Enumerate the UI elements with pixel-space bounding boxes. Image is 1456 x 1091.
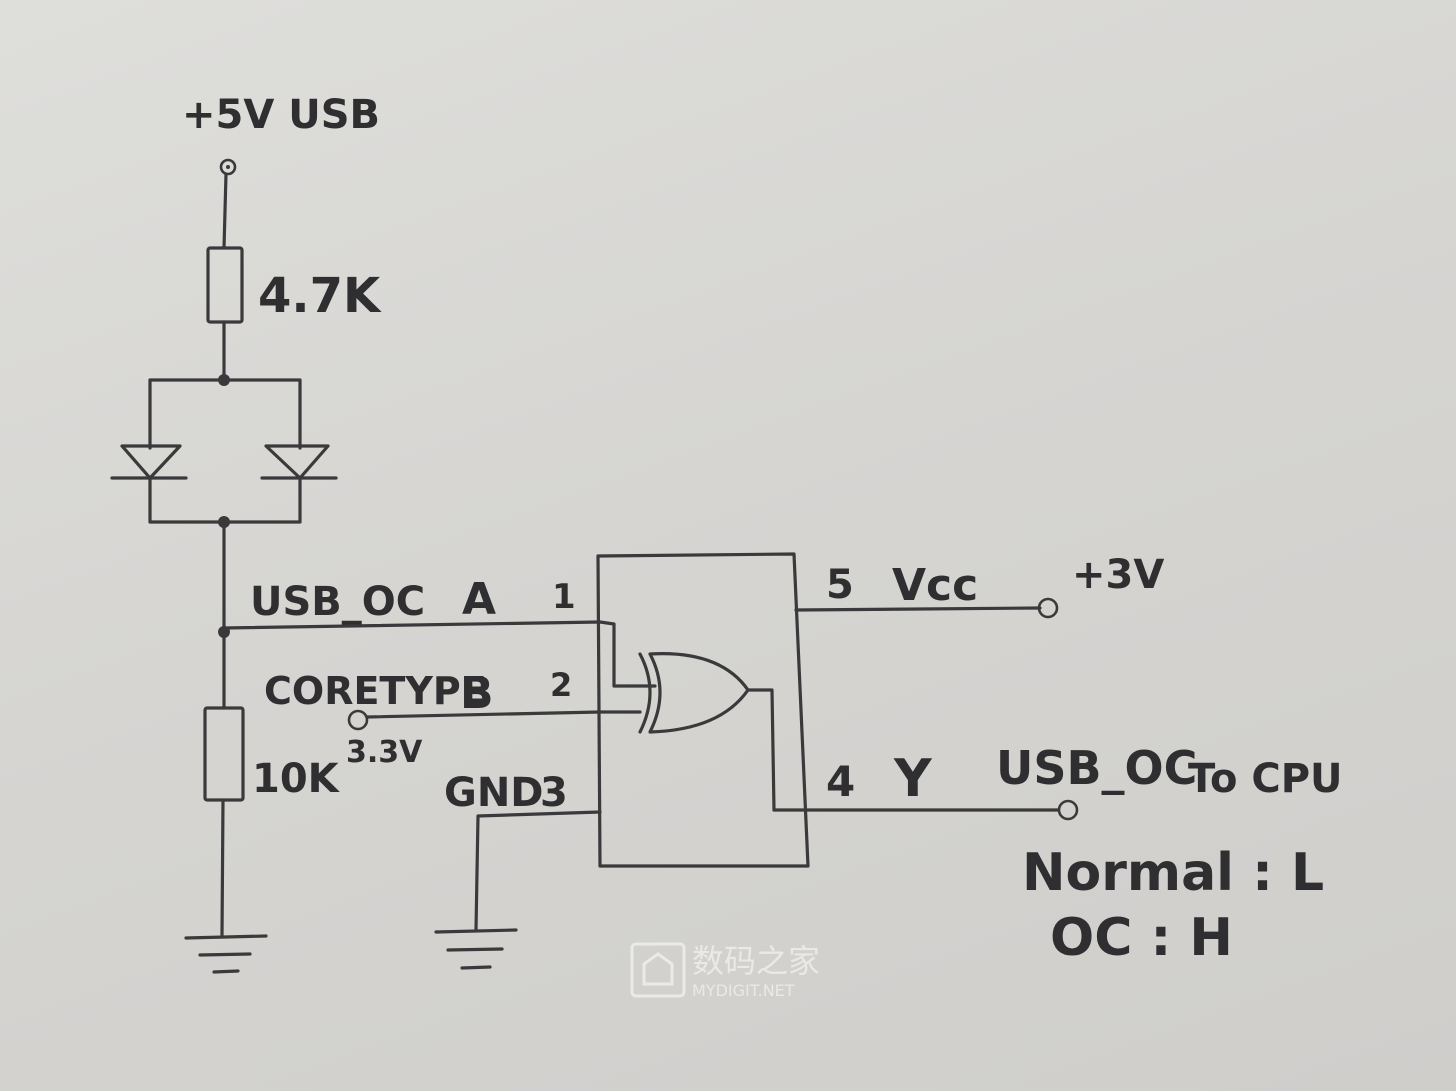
supply-5v-terminal xyxy=(219,158,237,176)
xor-gate-input-arc xyxy=(638,652,652,734)
wire-diode-right-bottom xyxy=(222,476,302,524)
xor-output-to-pin4 xyxy=(746,688,776,812)
diode-left xyxy=(120,444,182,480)
pin-3-label: 3 xyxy=(540,770,568,816)
supply-5v-label: +5V USB xyxy=(182,92,380,138)
xor-gate-body xyxy=(648,652,750,734)
wire-5v-r1 xyxy=(222,172,228,250)
ground-mid-bar3 xyxy=(460,965,492,970)
wire-node-a-pin1 xyxy=(222,620,630,688)
output-signal-name: USB_OC xyxy=(996,741,1197,795)
output-destination: To CPU xyxy=(1188,756,1343,802)
coretype-terminal xyxy=(347,709,369,731)
diode-right xyxy=(264,444,330,480)
gnd-pin-name: GND xyxy=(444,770,544,816)
output-name: Y xyxy=(893,749,933,809)
output-terminal xyxy=(1057,799,1079,821)
node-b-voltage: 3.3V xyxy=(346,735,423,770)
supply-5v-terminal-dot xyxy=(226,165,230,169)
ic-package xyxy=(596,552,810,868)
watermark-name: 数码之家 xyxy=(692,942,820,980)
vcc-name: Vcc xyxy=(892,560,978,611)
node-a-letter: A xyxy=(462,574,496,625)
pin-5-label: 5 xyxy=(826,562,854,608)
watermark-site: MYDIGIT.NET xyxy=(692,981,795,1000)
normal-state-note: Normal : L xyxy=(1022,843,1324,903)
resistor-r1-value: 4.7K xyxy=(258,268,382,324)
resistor-r1 xyxy=(206,246,244,324)
watermark-logo-box xyxy=(630,942,686,998)
node-b-name: CORETYPE xyxy=(264,669,487,713)
oc-state-note: OC : H xyxy=(1050,908,1233,968)
ground-mid-bar1 xyxy=(434,928,518,934)
wire-diode-left-top xyxy=(148,378,226,450)
node-b-letter: B xyxy=(460,668,494,719)
supply-3v-terminal xyxy=(1037,597,1059,619)
ground-left-bar2 xyxy=(198,952,252,957)
ground-left-bar1 xyxy=(184,934,268,940)
pin-1-label: 1 xyxy=(552,577,576,617)
resistor-r2-value: 10K xyxy=(252,756,341,802)
wire-diode-left-bottom xyxy=(148,476,226,524)
pin-2-label: 2 xyxy=(550,666,572,704)
wire-diode-right-top xyxy=(222,378,302,450)
wire-r2-ground xyxy=(220,798,225,938)
supply-3v-label: +3V xyxy=(1072,552,1164,598)
ground-left-bar3 xyxy=(212,969,240,974)
watermark-house-icon xyxy=(642,952,674,986)
wire-vcc xyxy=(794,606,1042,612)
node-a-name: USB_OC xyxy=(250,579,425,625)
pin-4-label: 4 xyxy=(826,757,855,806)
ground-mid-bar2 xyxy=(446,947,504,952)
wire-pin3-ground xyxy=(474,810,602,932)
resistor-r2 xyxy=(203,706,245,802)
